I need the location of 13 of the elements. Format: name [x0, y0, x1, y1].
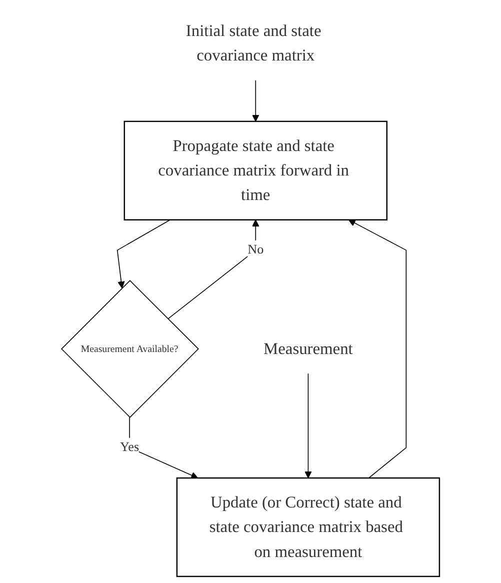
node-text: Measurement: [264, 340, 353, 358]
edge-label: Yes: [120, 440, 140, 454]
arrow: [348, 220, 407, 478]
arrow: [252, 80, 260, 122]
edge-label: No: [248, 242, 264, 257]
node-diamond: Measurement Available?: [60, 280, 199, 418]
arrow: [129, 416, 198, 479]
arrow: [116, 219, 170, 288]
arrow: [304, 373, 312, 478]
arrow: [167, 220, 260, 320]
node-text: Initial state and state covariance matrix: [186, 22, 322, 65]
node-box: Propagate state and state covariance matrix forward in time: [124, 120, 388, 220]
node-box: Update (or Correct) state and state covariance matrix based on measurement: [176, 477, 440, 578]
